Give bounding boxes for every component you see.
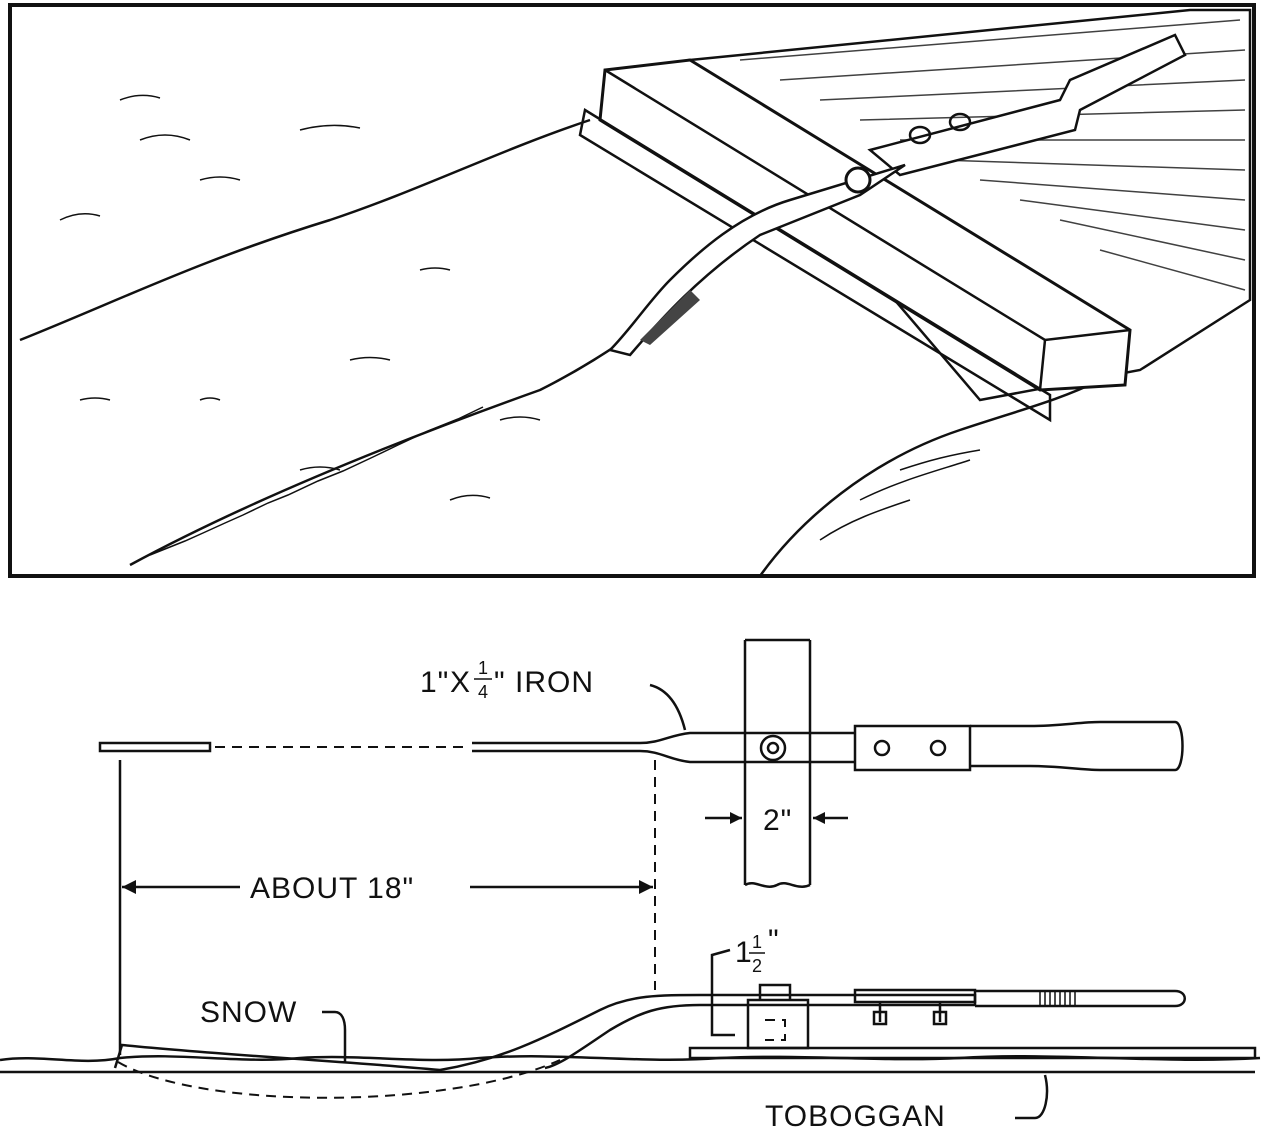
iron-size-num: 1 [478, 658, 488, 678]
height-den: 2 [752, 956, 762, 976]
length-label: ABOUT 18" [250, 872, 414, 905]
toboggan-side [688, 1046, 1257, 1060]
bolt-icon [844, 166, 872, 194]
toboggan-label: TOBOGGAN [765, 1100, 946, 1133]
snow-track-groove [129, 328, 641, 567]
iron-size-den: 4 [478, 682, 488, 702]
iron-size-tail: " IRON [494, 666, 594, 699]
iron-shadow [640, 290, 700, 345]
iron-handle [867, 33, 1187, 177]
crosspiece-side [746, 998, 810, 1050]
iron-leader [649, 683, 687, 731]
toboggan-leader [1015, 1074, 1049, 1120]
height-mark: " [768, 924, 780, 957]
snow-bank-right [758, 378, 1101, 577]
height-num: 1 [752, 932, 762, 952]
snow-label: SNOW [200, 996, 297, 1029]
toboggan-deck [687, 8, 1252, 402]
side-view: 1 1 2 " SNOW TOBOGGAN [0, 924, 1261, 1133]
plan-view: 1" X 1 4 " IRON 2" [98, 638, 1184, 888]
iron-bar [607, 163, 906, 357]
iron-size-whole: 1" [420, 666, 449, 699]
perspective-illustration [8, 3, 1256, 578]
width-label: 2" [763, 804, 792, 837]
iron-size-x: X [450, 666, 471, 699]
snow-leader [322, 1010, 347, 1062]
height-whole: 1 [735, 936, 753, 969]
ground-line [0, 1055, 1261, 1063]
snow-edge-upper [19, 118, 591, 342]
side-iron [113, 993, 977, 1072]
crosspiece-lower-board [578, 107, 1052, 423]
length-dimension: ABOUT 18" [118, 760, 656, 1055]
